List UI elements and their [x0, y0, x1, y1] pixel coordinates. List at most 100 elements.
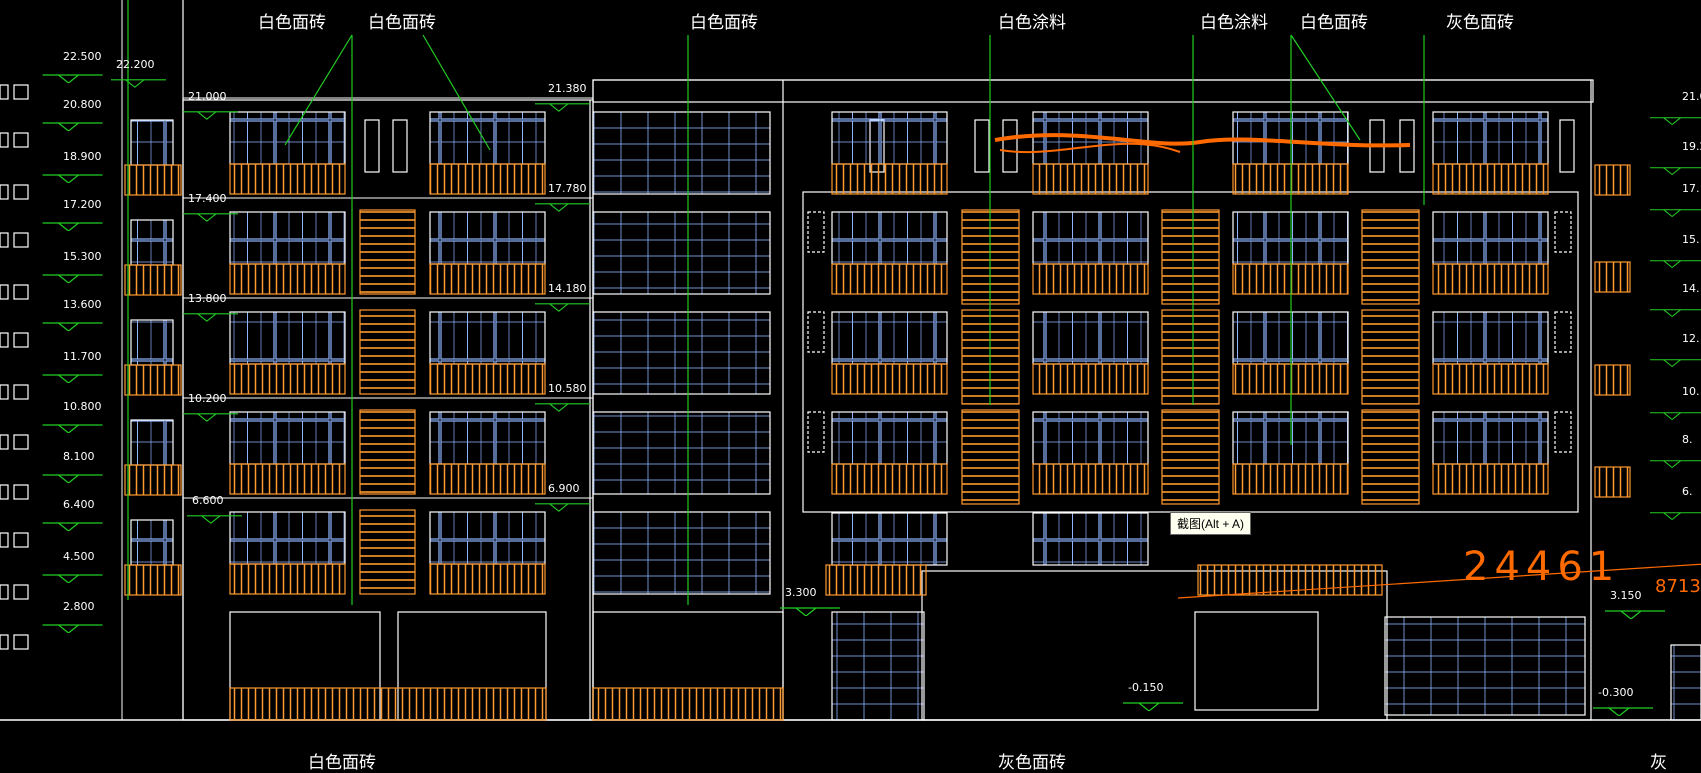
tower-railing — [124, 464, 182, 496]
balcony-railing — [825, 564, 927, 596]
tower-window — [130, 519, 174, 566]
legend-square — [0, 384, 9, 400]
legend-square — [13, 132, 29, 148]
balcony-railing — [429, 463, 546, 495]
window-bay — [831, 411, 948, 465]
elevation-marker — [535, 103, 590, 112]
legend-square — [0, 634, 9, 650]
legend-square — [13, 232, 29, 248]
window-bay — [429, 311, 546, 365]
louver-panel — [1161, 209, 1220, 305]
elevation-marker — [41, 274, 104, 283]
elevation-label: 10.800 — [63, 400, 102, 413]
elevation-label: 10. — [1682, 385, 1700, 398]
annotation-stroke — [999, 142, 1181, 154]
louver-panel — [359, 409, 416, 495]
louver-panel — [359, 509, 416, 595]
annotation-stroke — [994, 133, 1411, 148]
elevation-marker — [41, 322, 104, 331]
legend-square — [0, 584, 9, 600]
elevation-label: 12. — [1682, 332, 1700, 345]
window-bay — [429, 111, 546, 165]
legend-square — [13, 532, 29, 548]
window-bay — [229, 411, 346, 465]
balcony-railing — [429, 263, 546, 295]
balcony-railing — [1032, 463, 1149, 495]
louver-panel — [359, 209, 416, 295]
legend-square — [0, 84, 9, 100]
window-bay — [831, 211, 948, 265]
window-bay — [1032, 211, 1149, 265]
balcony-railing — [229, 563, 346, 595]
louver-panel — [961, 409, 1020, 505]
elevation-marker — [1650, 117, 1701, 126]
vent-box — [807, 211, 825, 253]
tower-railing — [124, 564, 182, 596]
material-label: 白色面砖 — [308, 753, 376, 773]
elevation-label: 17.780 — [548, 182, 587, 195]
elevation-label: 22.500 — [63, 50, 102, 63]
material-label: 灰 — [1650, 753, 1667, 773]
balcony-railing — [1432, 363, 1549, 395]
elevation-label: 17. — [1682, 182, 1700, 195]
leader-line — [1290, 34, 1361, 141]
elevation-label: 13.600 — [63, 298, 102, 311]
elevation-marker — [1650, 359, 1701, 368]
elevation-label: 6.600 — [192, 494, 224, 507]
elevation-marker — [1605, 610, 1665, 619]
balcony-railing — [1032, 263, 1149, 295]
elevation-marker — [1650, 460, 1701, 469]
screenshot-tooltip: 截图(Alt + A) — [1170, 512, 1252, 535]
balcony-railing — [429, 363, 546, 395]
window-bay — [429, 211, 546, 265]
small-window — [1002, 119, 1018, 173]
elevation-label: 21.380 — [548, 82, 587, 95]
side-railing — [1594, 261, 1631, 293]
window-bay — [831, 311, 948, 365]
parapet — [592, 79, 1594, 103]
elevation-marker — [41, 222, 104, 231]
louver-panel — [1161, 309, 1220, 405]
legend-square — [13, 384, 29, 400]
balcony-railing — [229, 463, 346, 495]
elevation-marker — [41, 174, 104, 183]
entrance-door — [1194, 611, 1319, 711]
elevation-label: 19.2 — [1682, 140, 1701, 153]
tower-window — [130, 419, 174, 466]
elevation-label: 17.400 — [188, 192, 227, 205]
elevation-marker — [1650, 309, 1701, 318]
balcony-railing — [1197, 564, 1383, 596]
elevation-label: 14. — [1682, 282, 1700, 295]
elevation-label: 4.500 — [63, 550, 95, 563]
elevation-marker — [41, 122, 104, 131]
louver-panel — [1361, 409, 1420, 505]
ground-railing — [592, 687, 784, 721]
material-label: 白色面砖 — [368, 13, 436, 33]
curtain-wall-panel — [592, 311, 771, 395]
window-bay — [229, 211, 346, 265]
small-window — [1559, 119, 1575, 173]
elevation-marker — [41, 574, 104, 583]
balcony-railing — [229, 363, 346, 395]
elevation-label: -0.150 — [1128, 681, 1163, 694]
dimension-number: 24461 — [1463, 544, 1620, 590]
legend-square — [0, 184, 9, 200]
louver-panel — [359, 309, 416, 395]
elevation-marker — [1650, 412, 1701, 421]
elevation-label: 8. — [1682, 433, 1693, 446]
window-bay — [229, 511, 346, 565]
window-bay — [831, 512, 948, 566]
elevation-marker — [535, 203, 590, 212]
elevation-marker — [41, 374, 104, 383]
balcony-railing — [1032, 163, 1149, 195]
legend-square — [0, 232, 9, 248]
window-bay — [1032, 311, 1149, 365]
balcony-railing — [429, 163, 546, 195]
material-label: 灰色面砖 — [998, 753, 1066, 773]
vent-box — [1554, 411, 1572, 453]
balcony-railing — [1432, 463, 1549, 495]
material-label: 白色面砖 — [258, 13, 326, 33]
elevation-label: 22.200 — [116, 58, 155, 71]
window-bay — [229, 311, 346, 365]
